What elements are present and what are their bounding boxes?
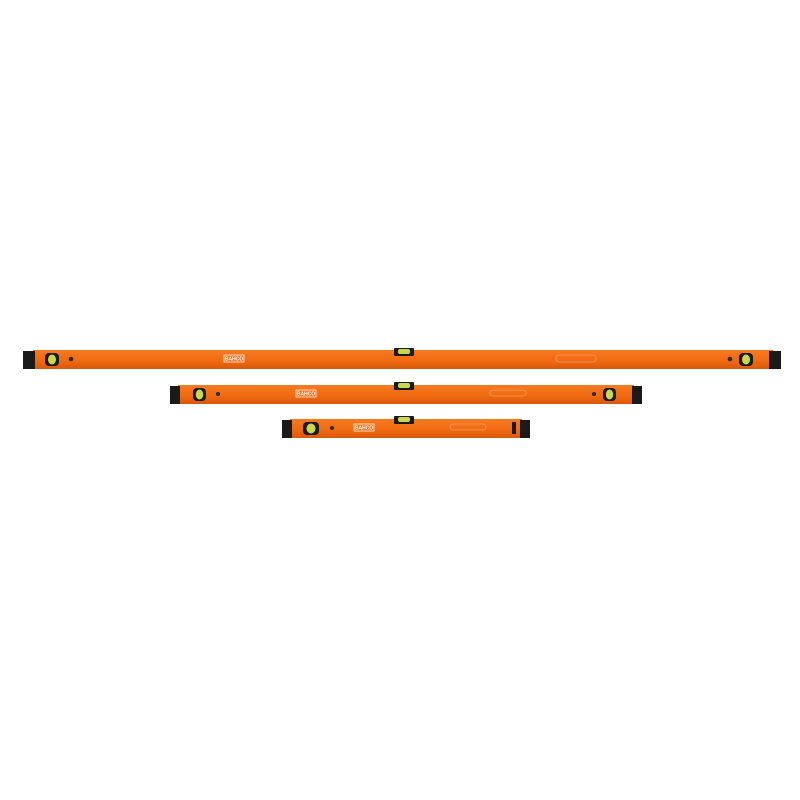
medium-level-handle-recess (489, 389, 527, 397)
short-level-left-cap (282, 420, 292, 438)
long-level-right-cap (769, 351, 781, 369)
medium-level-left-hole (216, 392, 220, 396)
medium-level-right-hole (592, 392, 596, 396)
long-level-left-vial (48, 354, 56, 365)
long-level-brand-plate (223, 354, 245, 363)
long-level-graphic: BAHCO (23, 348, 781, 369)
long-level-left-cap (23, 351, 35, 369)
long-level-left-hole (68, 356, 74, 362)
long-level-brand: BAHCO (225, 357, 243, 363)
short-level-right-cap (520, 420, 530, 438)
long-level-handle-recess (555, 354, 597, 363)
long-level-center-vial (398, 349, 410, 354)
long-level: BAHCO (23, 348, 781, 372)
short-level-brand-plate (353, 423, 375, 432)
short-level-handle-recess (449, 423, 487, 431)
short-level: BAHCO (282, 416, 530, 440)
short-level-right-cap-inner (512, 422, 516, 434)
medium-level-right-cap (632, 386, 642, 404)
long-level-right-vial (742, 354, 750, 365)
medium-level-brand: BAHCO (297, 392, 315, 398)
short-level-brand: BAHCO (355, 426, 373, 432)
medium-level-left-cap (170, 386, 180, 404)
short-level-graphic: BAHCO (282, 416, 530, 438)
medium-level-graphic: BAHCO (170, 382, 642, 404)
long-level-right-hole (727, 356, 733, 362)
medium-level: BAHCO (170, 382, 642, 406)
short-level-center-vial (398, 417, 410, 422)
medium-level-center-vial (398, 383, 410, 388)
medium-level-brand-plate (295, 389, 317, 398)
short-level-left-vial (306, 423, 316, 434)
medium-level-left-vial (195, 389, 204, 400)
short-level-left-hole (330, 426, 334, 430)
medium-level-right-vial (605, 389, 614, 400)
